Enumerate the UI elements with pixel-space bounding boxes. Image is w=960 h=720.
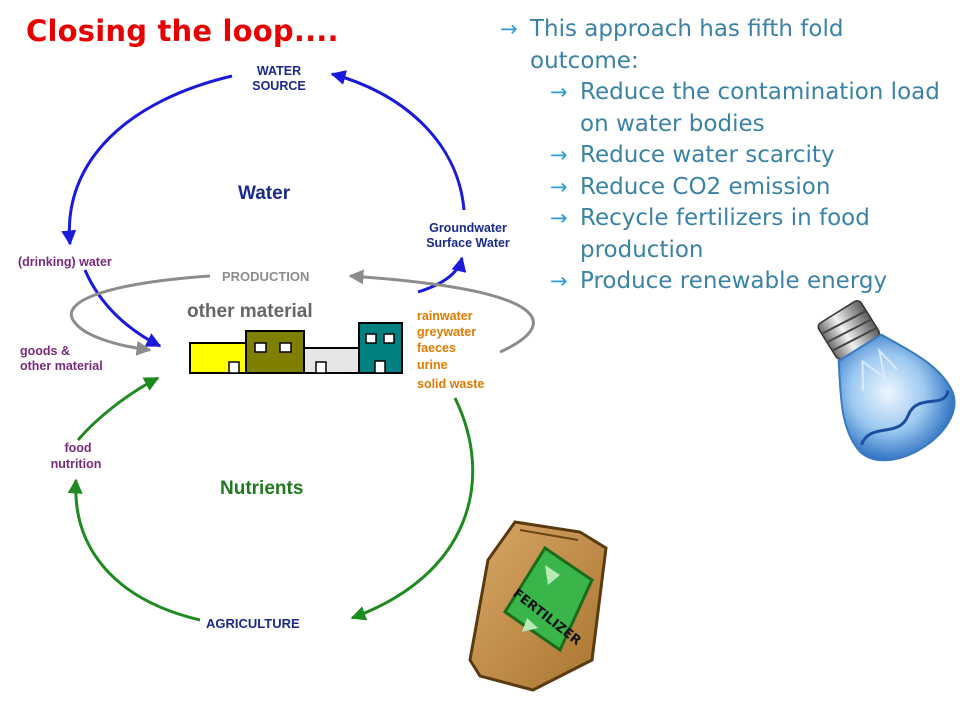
arrow-icon: → bbox=[550, 143, 568, 167]
water-label: Water bbox=[238, 183, 291, 204]
bullet-item: → Produce renewable energy bbox=[500, 266, 940, 296]
bullet-item: → Reduce water scarcity bbox=[500, 140, 940, 172]
goods-label-line1: goods & bbox=[20, 344, 70, 358]
bullet-item-text: Reduce the contamination load on water b… bbox=[580, 79, 940, 137]
arrow-icon: → bbox=[550, 206, 568, 230]
bullet-item: → Reduce the contamination load on water … bbox=[500, 77, 940, 140]
food-label-line1: food bbox=[64, 441, 91, 455]
water-source-label-line1: WATER bbox=[257, 64, 301, 78]
arrow-icon: → bbox=[500, 17, 518, 41]
door bbox=[228, 361, 240, 374]
nutrient-loop bbox=[67, 376, 475, 622]
arrow-food-to-production bbox=[76, 376, 160, 441]
bullet-item-text: Recycle fertilizers in food production bbox=[580, 205, 870, 263]
bullet-item: → Reduce CO2 emission bbox=[500, 172, 940, 204]
output-label: solid waste bbox=[417, 377, 484, 391]
nutrients-label: Nutrients bbox=[220, 478, 303, 499]
bullet-item-text: Produce renewable energy bbox=[580, 268, 888, 294]
door bbox=[374, 360, 386, 374]
bullet-list: → This approach has fifth fold outcome: →… bbox=[500, 14, 940, 296]
groundwater-label-line1: Groundwater bbox=[429, 221, 507, 235]
slide-title: Closing the loop.... bbox=[26, 14, 339, 48]
buildings-illustration bbox=[189, 322, 403, 374]
arrow-groundwater-to-source bbox=[330, 70, 466, 211]
goods-label-line2: other material bbox=[20, 359, 103, 373]
arrow-icon: → bbox=[550, 174, 568, 199]
output-label: greywater bbox=[417, 325, 476, 339]
agriculture-label: AGRICULTURE bbox=[206, 616, 300, 631]
arrow-drinking-to-production bbox=[83, 269, 162, 348]
output-label: urine bbox=[417, 358, 448, 372]
other-material-label: other material bbox=[187, 301, 313, 322]
bullet-main: → This approach has fifth fold outcome: bbox=[500, 14, 940, 77]
groundwater-label-line2: Surface Water bbox=[426, 236, 510, 250]
arrow-outputs-to-agriculture bbox=[350, 397, 475, 621]
fertilizer-bag-icon: FERTILIZER bbox=[468, 520, 608, 692]
water-source-label-line2: SOURCE bbox=[252, 79, 305, 93]
window bbox=[254, 342, 267, 353]
output-label: rainwater bbox=[417, 309, 473, 323]
water-lightbulb-icon bbox=[817, 300, 956, 462]
window bbox=[279, 342, 292, 353]
output-label: faeces bbox=[417, 341, 456, 355]
bullet-main-text: This approach has fifth fold outcome: bbox=[530, 16, 844, 74]
arrow-source-to-drinking bbox=[61, 74, 233, 246]
arrow-outputs-to-groundwater bbox=[417, 256, 467, 294]
bullet-item: → Recycle fertilizers in food production bbox=[500, 203, 940, 266]
water-loop bbox=[61, 70, 467, 348]
arrow-production-top bbox=[348, 269, 535, 354]
production-label: PRODUCTION bbox=[222, 269, 309, 284]
arrow-agriculture-to-food bbox=[67, 478, 201, 622]
food-label-line2: nutrition bbox=[51, 457, 102, 471]
window bbox=[383, 333, 395, 344]
drinking-water-label: (drinking) water bbox=[18, 255, 112, 269]
bullet-item-text: Reduce water scarcity bbox=[580, 142, 835, 168]
arrow-production-left bbox=[69, 274, 211, 356]
arrow-icon: → bbox=[550, 80, 568, 104]
production-loop bbox=[69, 269, 535, 356]
door bbox=[315, 361, 327, 374]
arrow-icon: → bbox=[550, 269, 568, 293]
window bbox=[365, 333, 377, 344]
bullet-item-text: Reduce CO2 emission bbox=[580, 173, 831, 200]
